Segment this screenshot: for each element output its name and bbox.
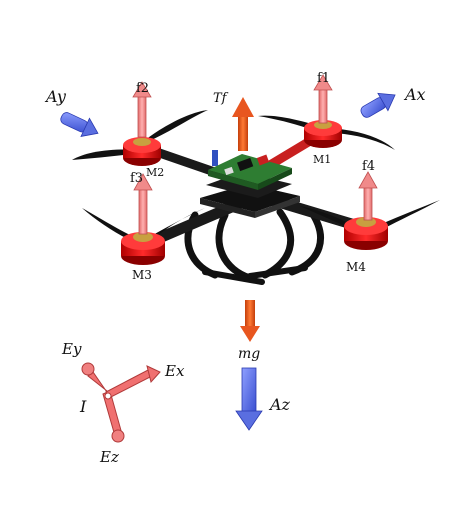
motor-m2 <box>123 137 161 166</box>
motor-m3 <box>121 232 165 265</box>
torque-arrow-tf <box>232 97 254 151</box>
label-m3: M3 <box>132 268 152 282</box>
label-f1: f1 <box>317 71 330 86</box>
gravity-arrow-mg <box>240 300 260 342</box>
label-f3: f3 <box>130 171 143 186</box>
thrust-arrow-f1 <box>313 74 333 124</box>
label-f2: f2 <box>136 81 149 96</box>
motor-m4 <box>344 217 388 250</box>
thrust-arrow-f3 <box>133 173 153 235</box>
label-m2: M2 <box>146 166 164 179</box>
center-body <box>200 150 300 218</box>
label-f4: f4 <box>362 159 375 174</box>
labels: f2 f1 f3 f4 M2 M1 M3 M4 Tf Ax Ay Az mg E… <box>44 71 426 466</box>
label-ez: Ez <box>99 448 119 466</box>
label-tf: Tf <box>213 91 229 106</box>
connector-icon <box>212 150 218 166</box>
label-m1: M1 <box>313 153 331 166</box>
thrust-arrow-f2 <box>132 81 152 138</box>
motor-m1 <box>304 120 342 148</box>
label-m4: M4 <box>346 260 366 274</box>
label-inertial-frame: I <box>79 397 87 416</box>
label-ey: Ey <box>61 340 82 358</box>
angular-accel-arrow-az <box>235 367 263 431</box>
thrust-arrow-f4 <box>358 171 378 221</box>
label-ex: Ex <box>164 362 185 380</box>
coordinate-axes-icon <box>81 362 161 443</box>
quadrotor-drone-icon <box>72 110 440 285</box>
label-az: Az <box>268 395 291 414</box>
angular-accel-arrow-ax <box>360 92 396 118</box>
label-mg: mg <box>238 346 260 362</box>
angular-accel-arrow-ay <box>60 112 99 137</box>
label-ay: Ay <box>44 87 67 106</box>
label-ax: Ax <box>403 85 426 104</box>
